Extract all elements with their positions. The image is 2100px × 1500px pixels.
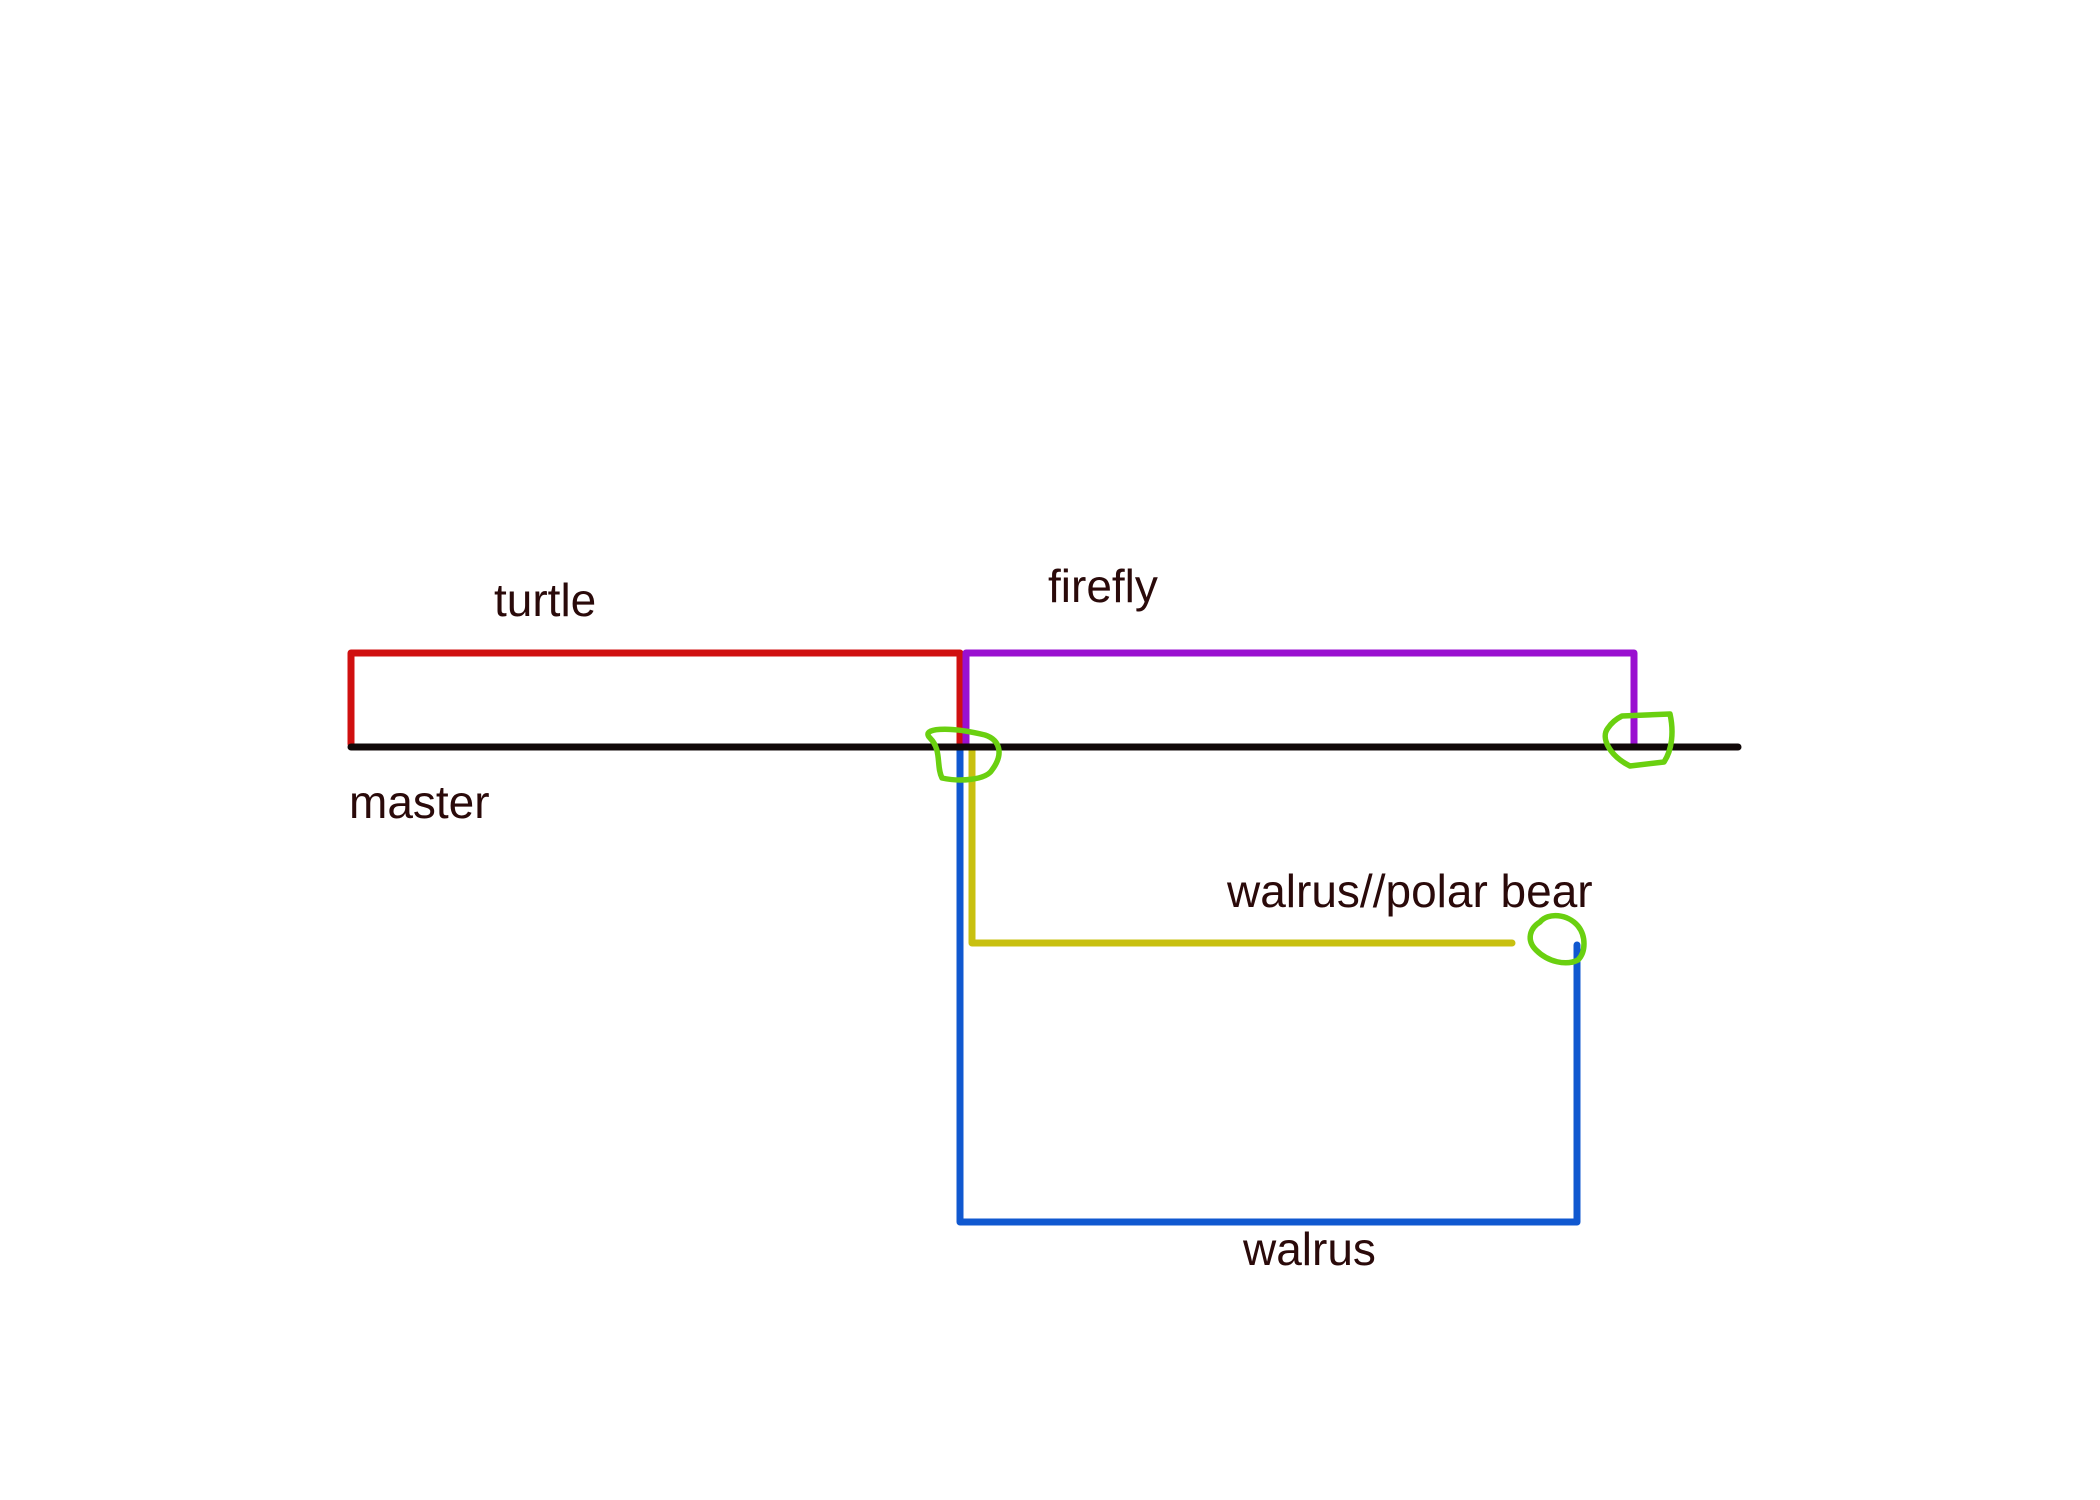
firefly-label: firefly	[1048, 560, 1158, 612]
merge-marker-turtle-walrus	[925, 726, 1002, 783]
turtle-label: turtle	[494, 574, 596, 626]
master-label: master	[349, 776, 490, 828]
merge-marker-walrus-polar-bear	[1527, 912, 1587, 966]
firefly-branch-line	[962, 649, 1638, 749]
walrus-branch-line	[956, 744, 1581, 1226]
walrus-label: walrus	[1242, 1223, 1376, 1275]
merge-marker-firefly	[1602, 711, 1675, 769]
turtle-branch-line	[347, 649, 964, 749]
walrus-polar-bear-label: walrus//polar bear	[1226, 865, 1593, 917]
walrus-polar-bear-branch-line	[968, 746, 1516, 947]
